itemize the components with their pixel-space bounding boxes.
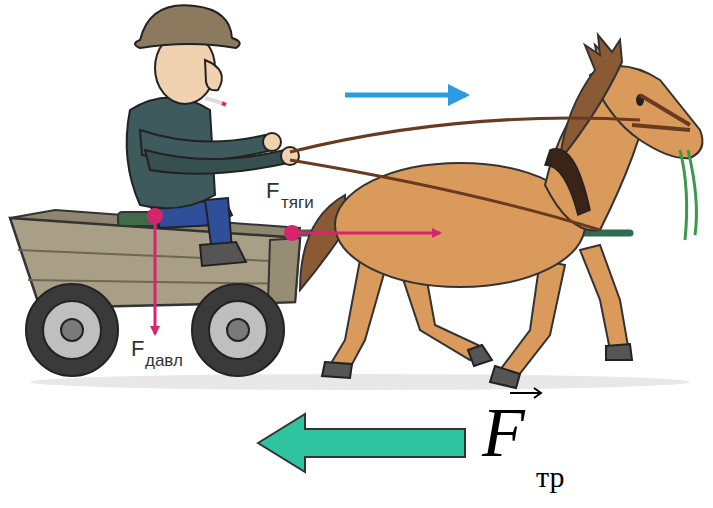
force-subscript: давл <box>144 352 184 369</box>
force-subscript: тяги <box>281 194 314 211</box>
force-subscript: тр <box>536 462 564 492</box>
force-symbol: F <box>266 180 279 202</box>
force-symbol: F <box>482 398 525 468</box>
